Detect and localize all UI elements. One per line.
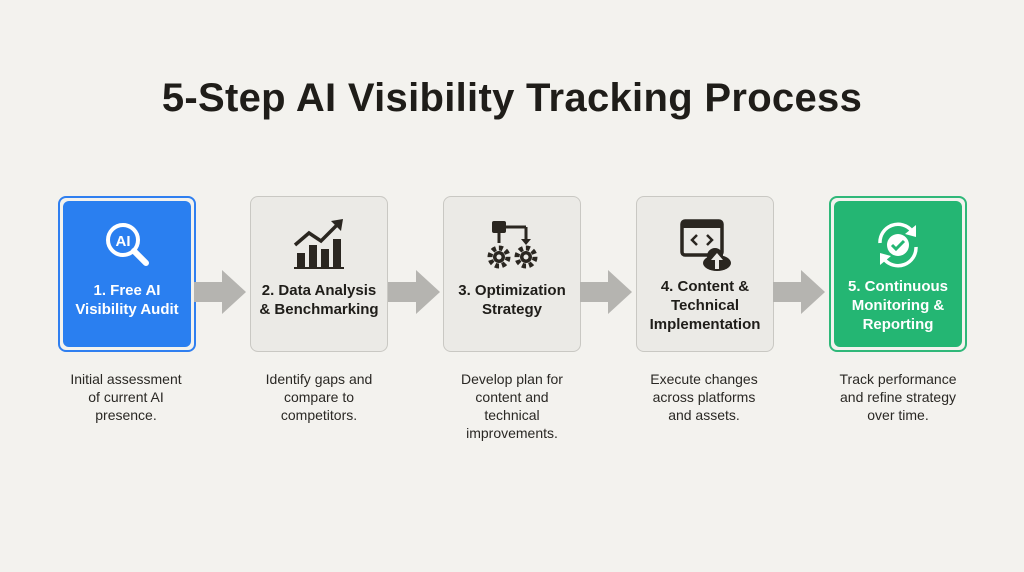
desc-line: technical <box>484 407 540 423</box>
desc-line: and assets. <box>668 407 740 423</box>
step-3-box: 3. Optimization Strategy <box>443 196 581 352</box>
flow-gears-icon <box>484 217 540 273</box>
step-3-label: 3. Optimization Strategy <box>458 281 566 319</box>
label-line: 2. Data Analysis <box>261 282 377 299</box>
step-5-description: Track performance and refine strategy ov… <box>823 370 973 424</box>
arrow-right-icon <box>773 270 825 314</box>
step-2-box: 2. Data Analysis & Benchmarking <box>250 196 388 352</box>
label-line: & Benchmarking <box>259 301 379 318</box>
desc-line: Initial assessment <box>70 371 182 387</box>
page-title: 5-Step AI Visibility Tracking Process <box>161 76 863 120</box>
step-1-box: AI 1. Free AI Visibility Audit <box>58 196 196 352</box>
label-line: 3. Optimization <box>458 282 566 299</box>
desc-line: of current AI <box>88 389 164 405</box>
step-2-description: Identify gaps and compare to competitors… <box>244 370 394 424</box>
desc-line: content and <box>475 389 549 405</box>
label-line: 5. Continuous <box>848 278 948 295</box>
step-4-box: 4. Content & Technical Implementation <box>636 196 774 352</box>
refresh-check-icon <box>870 217 926 273</box>
desc-line: competitors. <box>280 407 358 423</box>
label-line: Visibility Audit <box>75 301 179 318</box>
step-5-label: 5. Continuous Monitoring & Reporting <box>848 277 948 334</box>
ai-search-icon: AI <box>99 217 155 273</box>
step-1-label: 1. Free AI Visibility Audit <box>75 281 178 319</box>
desc-line: across platforms <box>652 389 756 405</box>
desc-line: Execute changes <box>650 371 758 387</box>
step-3-description: Develop plan for content and technical i… <box>437 370 587 442</box>
desc-line: Identify gaps and <box>265 371 373 387</box>
step-1-description: Initial assessment of current AI presenc… <box>51 370 201 424</box>
ai-icon-text: AI <box>116 233 131 250</box>
desc-line: over time. <box>867 407 929 423</box>
label-line: 4. Content & <box>660 278 750 295</box>
arrow-right-icon <box>388 270 440 314</box>
step-4-description: Execute changes across platforms and ass… <box>629 370 779 424</box>
step-4-label: 4. Content & Technical Implementation <box>650 277 761 334</box>
step-5-box: 5. Continuous Monitoring & Reporting <box>829 196 967 352</box>
arrow-right-icon <box>580 270 632 314</box>
label-line: Technical <box>670 297 740 314</box>
label-line: Implementation <box>649 316 761 333</box>
desc-line: compare to <box>283 389 355 405</box>
desc-line: improvements. <box>466 425 558 441</box>
label-line: Monitoring & <box>851 297 945 314</box>
desc-line: Track performance <box>839 371 957 387</box>
label-line: 1. Free AI <box>93 282 161 299</box>
label-line: Strategy <box>481 301 542 318</box>
desc-line: Develop plan for <box>461 371 563 387</box>
desc-line: presence. <box>95 407 157 423</box>
step-2-label: 2. Data Analysis & Benchmarking <box>259 281 378 319</box>
code-cloud-upload-icon <box>677 217 733 273</box>
bar-chart-trend-icon <box>291 217 347 273</box>
label-line: Reporting <box>862 316 934 333</box>
arrow-right-icon <box>194 270 246 314</box>
desc-line: and refine strategy <box>840 389 956 405</box>
